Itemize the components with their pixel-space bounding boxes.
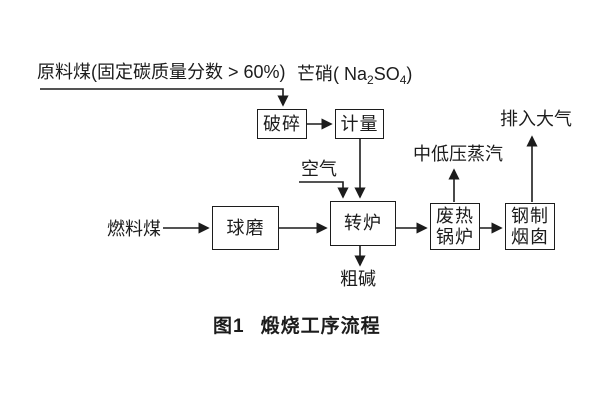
mirabilite-close-paren: ) xyxy=(406,64,413,84)
mirabilite-label: 芒硝( Na2SO4) xyxy=(297,64,412,91)
figure-caption-number: 图1 xyxy=(213,316,245,337)
arrow-rawcoal-to-crush xyxy=(40,88,289,107)
mirabilite-formula-mid: SO xyxy=(373,64,400,84)
air-label: 空气 xyxy=(301,159,337,179)
mirabilite-subscript-4: 4 xyxy=(399,73,407,87)
crude-alkali-label: 粗碱 xyxy=(340,269,376,289)
figure-caption: 图1 煅烧工序流程 xyxy=(213,311,381,338)
fuel-coal-label: 燃料煤 xyxy=(107,219,161,239)
process-box-waste-heat-boiler: 废热 锅炉 xyxy=(430,203,480,250)
waste-heat-boiler-label-line1: 废热 xyxy=(436,205,474,226)
chimney-label-line2: 烟囱 xyxy=(511,226,549,247)
crush-label: 破碎 xyxy=(263,113,301,134)
mirabilite-subscript-2: 2 xyxy=(367,73,374,87)
chimney-label-line1: 钢制 xyxy=(511,205,549,226)
process-box-meter: 计量 xyxy=(335,109,384,139)
meter-label: 计量 xyxy=(340,113,379,134)
mirabilite-text: 芒硝( Na xyxy=(297,64,368,84)
process-box-chimney: 钢制 烟囱 xyxy=(505,203,555,250)
converter-label: 转炉 xyxy=(344,213,382,233)
figure-caption-title: 煅烧工序流程 xyxy=(260,316,381,337)
arrow-air-to-converter xyxy=(299,181,349,199)
raw-coal-label: 原料煤(固定碳质量分数 > 60%) xyxy=(37,62,286,82)
process-box-crush: 破碎 xyxy=(257,109,307,139)
atmosphere-label: 排入大气 xyxy=(500,109,572,129)
waste-heat-boiler-label-line2: 锅炉 xyxy=(436,226,474,247)
process-box-converter: 转炉 xyxy=(330,201,396,246)
process-box-ball-mill: 球磨 xyxy=(212,206,279,250)
steam-label: 中低压蒸汽 xyxy=(413,144,503,164)
ball-mill-label: 球磨 xyxy=(226,217,265,238)
